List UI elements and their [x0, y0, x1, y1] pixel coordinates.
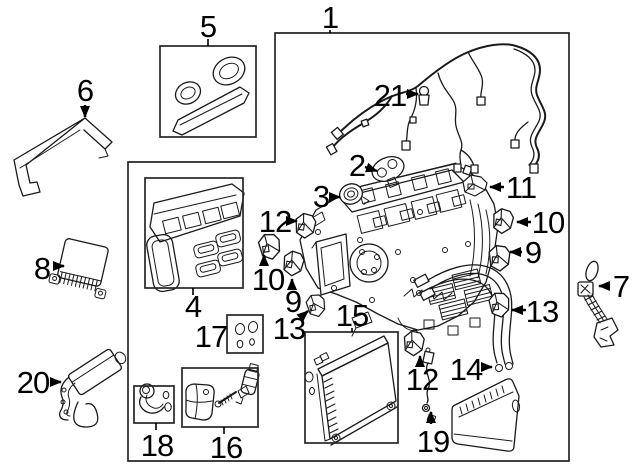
callout-12-bottom-label[interactable]: 12 [406, 362, 439, 397]
callout-4: 4 [185, 288, 203, 324]
main-group-outline [127, 32, 570, 462]
callout-21: 21 [374, 78, 419, 113]
callout-14: 14 [450, 352, 493, 387]
clip-13-left-drawing [304, 292, 328, 319]
callouts: 1 5 6 21 2 3 11 10 [17, 0, 630, 465]
callout-13-left: 13 [273, 310, 309, 346]
diagram-frames [127, 32, 570, 462]
bracket-part-20-drawing [59, 348, 127, 428]
sensor-wire-19-drawing [421, 347, 437, 423]
callout-8: 8 [34, 251, 65, 286]
callout-8-label[interactable]: 8 [34, 251, 51, 286]
callout-10-right-label[interactable]: 10 [532, 205, 566, 240]
callout-9-left: 9 [285, 278, 302, 319]
callout-18: 18 [141, 423, 174, 463]
callout-10-left: 10 [252, 254, 286, 297]
callout-2: 2 [349, 148, 378, 183]
callout-5: 5 [200, 9, 217, 46]
callout-6-label[interactable]: 6 [77, 73, 94, 108]
clip-12-bottom-drawing [401, 329, 426, 358]
callout-11-label[interactable]: 11 [506, 170, 537, 205]
clip-10-right-drawing [490, 206, 516, 236]
callout-14-label[interactable]: 14 [450, 352, 484, 387]
hvac-assembly-drawing [299, 162, 499, 339]
callout-7-label[interactable]: 7 [613, 269, 630, 304]
callout-3-label[interactable]: 3 [313, 179, 330, 214]
callout-17: 17 [195, 319, 228, 354]
heater-core-14-drawing [410, 264, 521, 452]
seal-kit-5-drawing [172, 56, 250, 136]
hose-18-drawing [138, 383, 172, 414]
box-4 [144, 177, 244, 289]
callout-13-right-label[interactable]: 13 [526, 294, 559, 329]
callout-19: 19 [417, 411, 450, 459]
callout-3: 3 [313, 179, 341, 214]
box-16 [181, 367, 259, 428]
callout-20: 20 [17, 365, 62, 400]
grommets-17-drawing [234, 321, 259, 349]
grommet-plate-2-drawing [371, 156, 405, 189]
callout-2-label[interactable]: 2 [349, 148, 366, 183]
wiring-harness-drawing [325, 43, 547, 176]
evaporator-15-drawing [304, 335, 398, 446]
callout-13-left-arrow [296, 310, 309, 323]
clip-11-drawing [462, 174, 488, 197]
callout-11: 11 [489, 170, 537, 205]
bracket-7-drawing [577, 260, 619, 348]
callout-5-label[interactable]: 5 [200, 9, 217, 44]
callout-16-label[interactable]: 16 [210, 430, 243, 465]
callout-16: 16 [210, 427, 243, 465]
callout-18-label[interactable]: 18 [141, 428, 174, 463]
box-17 [226, 314, 264, 354]
box-5 [159, 45, 257, 138]
gasket-set-4-drawing [146, 183, 245, 293]
callout-9-right-label[interactable]: 9 [525, 235, 542, 270]
ring-seal-3-drawing [338, 183, 370, 206]
callout-7: 7 [598, 269, 630, 304]
callout-9-left-label[interactable]: 9 [285, 284, 302, 319]
callout-21-label[interactable]: 21 [374, 78, 407, 113]
callout-12-left: 12 [259, 204, 298, 239]
callout-12-left-label[interactable]: 12 [259, 204, 292, 239]
callout-9-right: 9 [509, 235, 542, 270]
callout-10-right: 10 [516, 205, 566, 240]
callout-15: 15 [336, 298, 369, 333]
callout-6: 6 [77, 73, 94, 118]
callout-2-arrow [364, 162, 378, 173]
clip-12-left-drawing [293, 211, 318, 240]
callout-20-label[interactable]: 20 [17, 365, 51, 400]
callout-1: 1 [322, 0, 339, 35]
harness-clip-21 [418, 85, 430, 106]
box-18 [133, 385, 175, 424]
callout-13-right: 13 [511, 294, 559, 329]
control-module-8-drawing [48, 238, 109, 300]
callout-15-label[interactable]: 15 [336, 298, 369, 333]
callout-12-bottom: 12 [406, 355, 439, 397]
insulator-6-drawing [13, 117, 113, 197]
callout-17-label[interactable]: 17 [195, 319, 228, 354]
actuator-kit-16-drawing [185, 363, 260, 421]
callout-4-label[interactable]: 4 [185, 289, 203, 324]
callout-10-left-label[interactable]: 10 [252, 262, 286, 297]
callout-1-label[interactable]: 1 [322, 0, 339, 35]
clip-9-left-drawing [280, 249, 307, 279]
clip-9-right-drawing [487, 244, 511, 272]
callout-19-label[interactable]: 19 [417, 424, 450, 459]
